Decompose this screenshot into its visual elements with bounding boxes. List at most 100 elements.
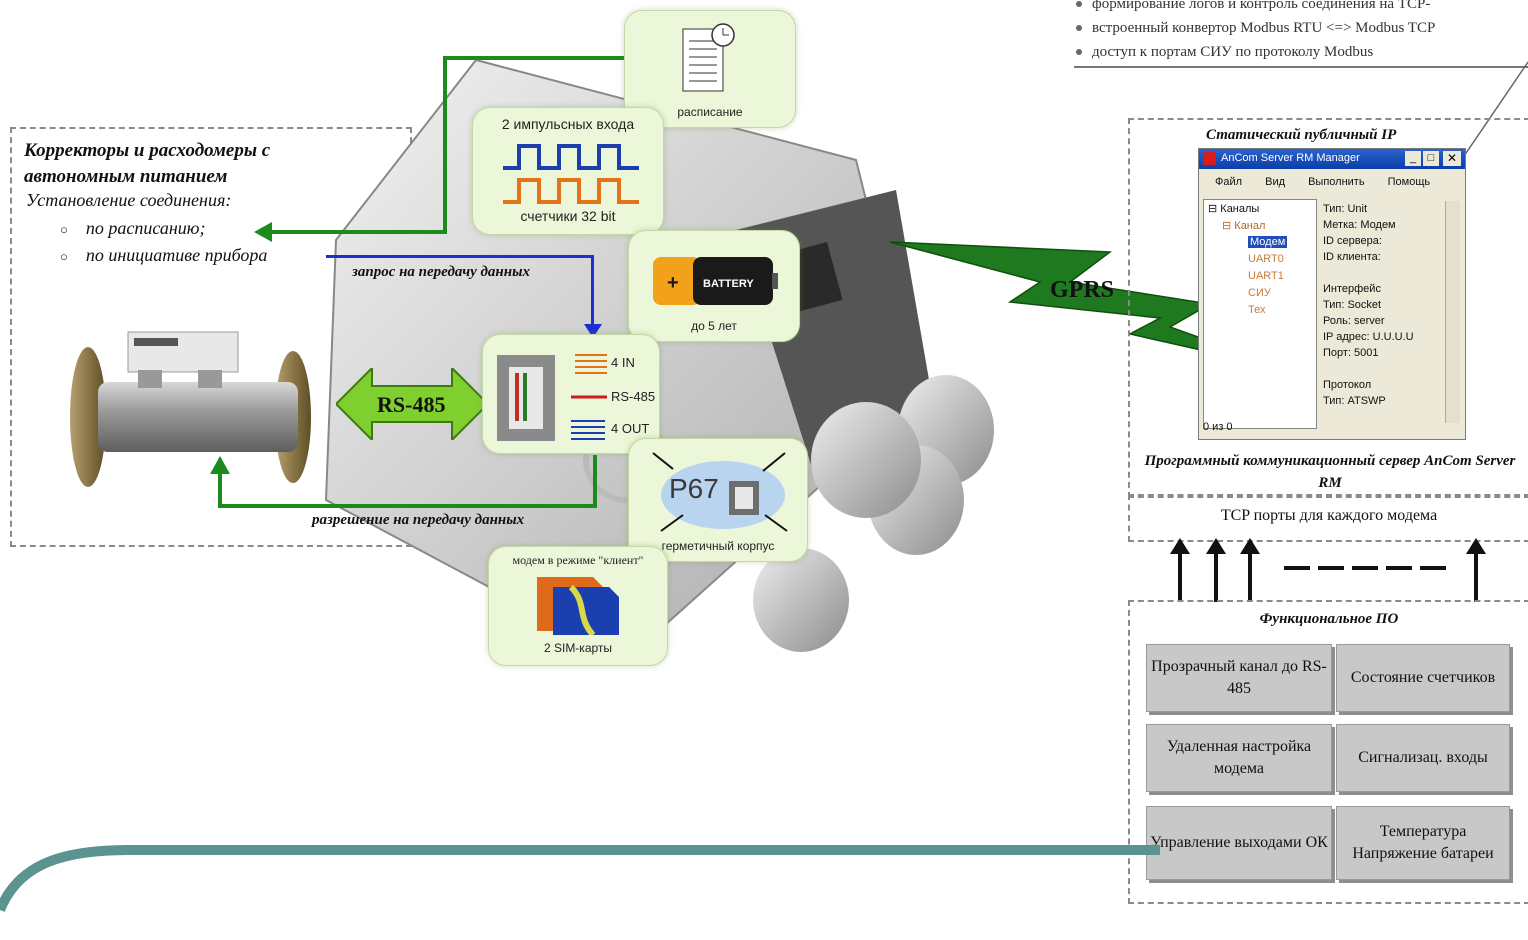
pulse-wave-icon	[503, 144, 639, 204]
ip67-card: P67 герметичный корпус	[628, 438, 808, 562]
window-titlebar: AnCom Server RM Manager _ □ ✕	[1199, 149, 1465, 169]
feature-list: формирование логов и контроль соединения…	[1072, 0, 1528, 64]
permit-line	[218, 470, 222, 508]
request-line	[326, 255, 594, 258]
close-button[interactable]: ✕	[1443, 151, 1461, 166]
prop-line: Порт: 5001	[1323, 347, 1379, 359]
server-window: AnCom Server RM Manager _ □ ✕ Файл Вид В…	[1198, 148, 1466, 440]
prop-line: Протокол	[1323, 379, 1372, 391]
battery-card: + BATTERY до 5 лет	[628, 230, 800, 342]
request-label: запрос на передачу данных	[352, 264, 530, 280]
tree-item[interactable]: UART0	[1248, 253, 1284, 265]
schedule-item: ○ по расписанию;	[60, 218, 206, 238]
permit-line	[218, 504, 597, 508]
arrow-down-icon	[584, 324, 602, 338]
arrow-left-icon	[254, 222, 272, 242]
prop-line: Тип: Socket	[1323, 299, 1382, 311]
menu-view[interactable]: Вид	[1265, 176, 1286, 188]
prop-line: Тип: ATSWP	[1323, 395, 1386, 407]
io-rs485-label: RS-485	[611, 389, 656, 404]
sim-icon	[537, 577, 619, 635]
tree-item[interactable]: ⊟ Канал	[1222, 220, 1266, 232]
schedule-line	[443, 56, 447, 234]
schedule-label: расписание	[677, 105, 743, 119]
prop-line: Тип: Unit	[1323, 203, 1368, 215]
schedule-icon	[682, 23, 735, 92]
tree-item[interactable]: ⊟ Каналы	[1208, 203, 1260, 215]
battery-life: до 5 лет	[691, 319, 737, 333]
temperature-voltage-button[interactable]: Температура Напряжение батареи	[1336, 806, 1510, 880]
sim-cards-label: 2 SIM-карты	[543, 641, 613, 655]
feature-item: формирование логов и контроль соединения…	[1072, 0, 1528, 16]
panel-title: Корректоры и расходомеры с автономным пи…	[24, 140, 271, 187]
panel-subtitle: Установление соединения:	[26, 190, 232, 210]
status-bar: 0 из 0	[1203, 421, 1233, 433]
prop-line: Роль: server	[1323, 315, 1385, 327]
server-panel	[1128, 118, 1528, 498]
prop-line: Интерфейс	[1323, 283, 1381, 295]
feature-item: доступ к портам СИУ по протоколу Modbus	[1072, 40, 1528, 64]
menu-run[interactable]: Выполнить	[1308, 176, 1365, 188]
decorative-curve	[0, 845, 1160, 912]
permit-label: разрешение на передачу данных	[312, 512, 525, 528]
pointer-line	[1459, 61, 1528, 163]
menu-bar: Файл Вид Выполнить Помощь	[1215, 176, 1450, 188]
io-in-label: 4 IN	[611, 355, 635, 370]
maximize-button[interactable]: □	[1423, 151, 1439, 166]
minimize-button[interactable]: _	[1405, 151, 1421, 166]
tcp-ports-label: TCP порты для каждого модема	[1220, 507, 1438, 524]
tcp-arrows	[1170, 538, 1486, 602]
sim-card: модем в режиме "клиент" 2 SIM-карты	[488, 546, 668, 666]
svg-text:+: +	[667, 272, 679, 294]
initiative-item: ○ по инициативе прибора	[60, 245, 268, 265]
counters-state-button[interactable]: Состояние счетчиков	[1336, 644, 1510, 712]
request-line	[591, 255, 594, 328]
channel-tree: ⊟ Каналы ⊟ Канал Модем UART0 UART1 СИУ Т…	[1203, 199, 1317, 429]
tree-item[interactable]: UART1	[1248, 270, 1284, 282]
io-arrows-icon	[571, 354, 607, 440]
properties-panel: Тип: Unit Метка: Модем ID сервера: ID кл…	[1321, 199, 1461, 427]
tcp-ports-box	[1128, 494, 1528, 542]
prop-line: ID клиента:	[1323, 251, 1381, 263]
tree-item[interactable]: Тех	[1248, 304, 1266, 316]
sim-mode: модем в режиме "клиент"	[512, 553, 644, 567]
divider	[1074, 66, 1528, 68]
outputs-control-button[interactable]: Управление выходами ОК	[1146, 806, 1332, 880]
rs485-arrow	[336, 368, 488, 440]
server-caption: Программный коммуникационный сервер AnCo…	[1144, 453, 1516, 491]
permit-line	[593, 455, 597, 508]
static-ip-label: Статический публичный IP	[1206, 127, 1397, 143]
menu-file[interactable]: Файл	[1215, 176, 1243, 188]
flowmeter-image	[70, 331, 311, 487]
feature-item: встроенный конвертор Modbus RTU <=> Modb…	[1072, 16, 1528, 40]
window-title: AnCom Server RM Manager	[1221, 152, 1360, 164]
pulse-card: 2 импульсных входа счетчики 32 bit	[472, 107, 664, 235]
io-card: 4 IN RS-485 4 OUT	[482, 334, 660, 454]
prop-line: ID сервера:	[1323, 235, 1382, 247]
ip67-label: P67	[669, 473, 719, 504]
prop-line: IP адрес: U.U.U.U	[1323, 331, 1414, 343]
gprs-label: GPRS	[1050, 277, 1115, 303]
battery-icon: + BATTERY	[653, 257, 778, 305]
functional-title: Функциональное ПО	[1259, 611, 1399, 627]
io-out-label: 4 OUT	[611, 421, 650, 436]
arrow-up-icon	[210, 456, 230, 474]
schedule-card: расписание	[624, 10, 796, 128]
battery-text: BATTERY	[703, 278, 754, 290]
pulse-counter: счетчики 32 bit	[520, 208, 616, 224]
scrollbar[interactable]	[1445, 201, 1460, 423]
sealed-label: герметичный корпус	[661, 539, 775, 553]
transparent-channel-button[interactable]: Прозрачный канал до RS-485	[1146, 644, 1332, 712]
schedule-line	[266, 230, 447, 234]
module-icon	[497, 355, 555, 441]
alarm-inputs-button[interactable]: Сигнализац. входы	[1336, 724, 1510, 792]
sealed-icon	[652, 452, 788, 532]
app-icon	[1203, 152, 1216, 165]
tree-item-selected[interactable]: Модем	[1248, 236, 1288, 248]
prop-line: Метка: Модем	[1323, 219, 1396, 231]
remote-setup-button[interactable]: Удаленная настройка модема	[1146, 724, 1332, 792]
pulse-title: 2 импульсных входа	[501, 116, 635, 132]
tree-item[interactable]: СИУ	[1248, 287, 1271, 299]
menu-help[interactable]: Помощь	[1387, 176, 1431, 188]
rs485-label: RS-485	[377, 392, 446, 417]
